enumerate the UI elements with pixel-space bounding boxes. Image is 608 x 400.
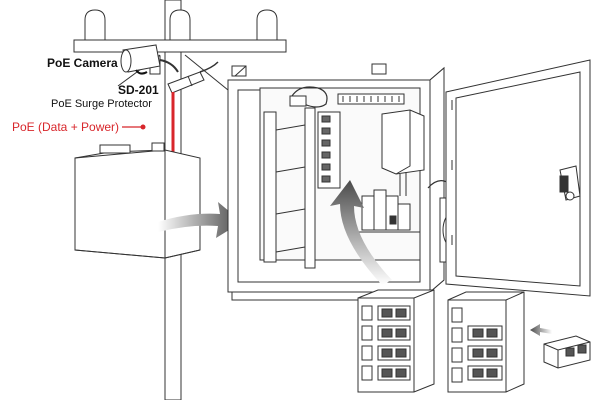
arrow-module-insert (330, 180, 392, 285)
enclosure-door (445, 59, 591, 297)
arrow-to-enclosure (158, 202, 242, 238)
din-rail-modules (352, 189, 420, 233)
surge-protector-sd201 (159, 59, 219, 94)
product-label: PoE Surge Protector (51, 98, 152, 110)
model-label: SD-201 (118, 83, 159, 97)
removed-module (543, 335, 591, 369)
poe-data-power-label: PoE (Data + Power) (12, 120, 120, 134)
enclosure-mounting-rails (263, 107, 316, 269)
surge-module-block-1 (357, 289, 435, 393)
pole-insulators (84, 9, 278, 41)
enclosure-on-pole (74, 142, 201, 259)
arrow-module-remove (530, 324, 552, 336)
poe-camera-label: PoE Camera (47, 56, 118, 70)
cable-clamp (289, 95, 307, 107)
door-latch (559, 165, 581, 201)
power-supply (381, 109, 425, 196)
poe-camera (120, 44, 161, 75)
poe-pointer (122, 124, 146, 130)
surge-module-block-2 (447, 291, 525, 393)
poe-switch (317, 111, 341, 189)
cable-tray (337, 93, 405, 105)
